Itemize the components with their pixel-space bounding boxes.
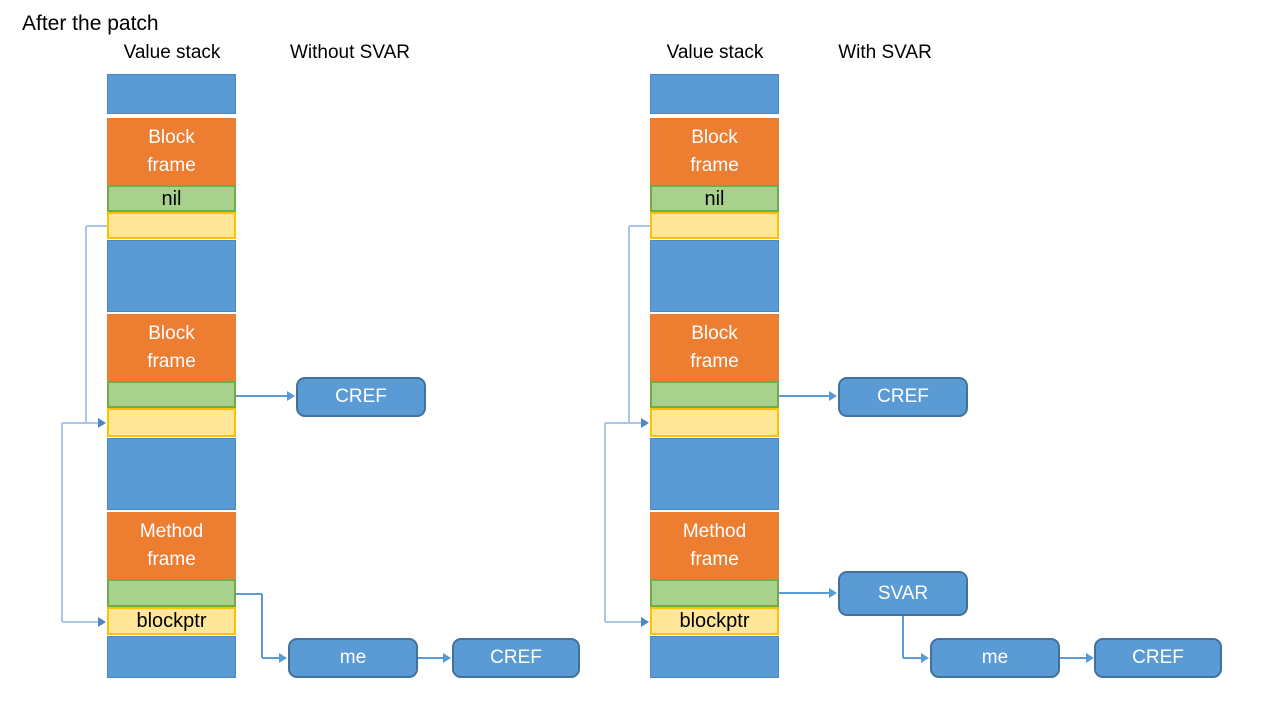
connector-line (605, 621, 641, 623)
arrowhead-icon (287, 391, 295, 401)
cref-box-label: CREF (490, 647, 542, 668)
stack-segment-yellow (650, 408, 779, 437)
connector-line (902, 616, 904, 658)
connector-line (629, 422, 641, 424)
connector-line (62, 621, 98, 623)
arrowhead-icon (98, 617, 106, 627)
stack-label-left: Value stack (123, 42, 221, 63)
stack-segment-block-frame: Block frame (650, 118, 779, 185)
me-box-label: me (339, 647, 367, 668)
cref-box: CREF (452, 638, 580, 678)
stack-segment-blue (650, 240, 779, 312)
connector-line (262, 657, 279, 659)
stack-segment-blue (650, 74, 779, 114)
stack-segment-label: blockptr (679, 610, 750, 632)
arrowhead-icon (443, 653, 451, 663)
cref-box-label: CREF (877, 386, 929, 407)
variant-label-without-svar: Without SVAR (289, 42, 411, 63)
stack-label-right: Value stack (666, 42, 764, 63)
connector-line (86, 422, 98, 424)
me-box: me (930, 638, 1060, 678)
stack-segment-green (107, 579, 236, 607)
stack-segment-block-frame: Block frame (650, 314, 779, 381)
arrowhead-icon (641, 617, 649, 627)
stack-segment-green (650, 381, 779, 408)
stack-segment-label: nil (161, 187, 182, 210)
cref-box: CREF (1094, 638, 1222, 678)
stack-segment-blue (107, 74, 236, 114)
stack-segment-label: Block frame (690, 126, 739, 176)
cref-box-label: CREF (1132, 647, 1184, 668)
arrowhead-icon (921, 653, 929, 663)
connector-line (779, 592, 829, 594)
connector-line (61, 423, 63, 622)
stack-segment-green (107, 381, 236, 408)
arrowhead-icon (279, 653, 287, 663)
stack-segment-label: nil (704, 187, 725, 210)
connector-line (903, 657, 921, 659)
connector-line (418, 657, 443, 659)
arrowhead-icon (829, 391, 837, 401)
connector-line (1060, 657, 1086, 659)
stack-segment-block-frame: Block frame (107, 118, 236, 185)
stack-segment-yellow (107, 408, 236, 437)
connector-line (628, 226, 630, 423)
cref-box-label: CREF (335, 386, 387, 407)
stack-segment-yellow (650, 212, 779, 239)
me-box: me (288, 638, 418, 678)
stack-segment-green (650, 579, 779, 607)
stack-segment-yellow (107, 212, 236, 239)
variant-label-with-svar: With SVAR (838, 42, 932, 63)
connector-line (261, 594, 263, 658)
arrowhead-icon (98, 418, 106, 428)
stack-segment-blue (107, 240, 236, 312)
stack-segment-label: Method frame (682, 520, 747, 570)
stack-segment-method-frame: Method frame (650, 512, 779, 579)
arrowhead-icon (829, 588, 837, 598)
stack-segment-blockptr: blockptr (107, 607, 236, 635)
svar-box: SVAR (838, 571, 968, 616)
stack-segment-blue (107, 438, 236, 510)
stack-segment-blue (650, 636, 779, 678)
stack-segment-blockptr: blockptr (650, 607, 779, 635)
connector-line (86, 225, 107, 227)
stack-segment-blue (650, 438, 779, 510)
stack-segment-label: Block frame (147, 126, 196, 176)
arrowhead-icon (641, 418, 649, 428)
connector-line (236, 395, 287, 397)
svar-box-label: SVAR (877, 582, 929, 604)
connector-line (604, 423, 606, 622)
stack-segment-label: blockptr (136, 610, 207, 632)
stack-segment-nil: nil (107, 185, 236, 212)
stack-segment-label: Method frame (139, 520, 204, 570)
stack-segment-label: Block frame (147, 322, 196, 372)
stack-segment-nil: nil (650, 185, 779, 212)
page-title: After the patch (22, 12, 159, 35)
cref-box: CREF (296, 377, 426, 417)
stack-segment-method-frame: Method frame (107, 512, 236, 579)
connector-line (62, 422, 86, 424)
connector-line (236, 593, 262, 595)
connector-line (85, 226, 87, 423)
connector-line (605, 422, 629, 424)
connector-line (779, 395, 829, 397)
stack-segment-block-frame: Block frame (107, 314, 236, 381)
stack-segment-blue (107, 636, 236, 678)
arrowhead-icon (1086, 653, 1094, 663)
stack-segment-label: Block frame (690, 322, 739, 372)
cref-box: CREF (838, 377, 968, 417)
connector-line (629, 225, 650, 227)
me-box-label: me (981, 647, 1009, 668)
